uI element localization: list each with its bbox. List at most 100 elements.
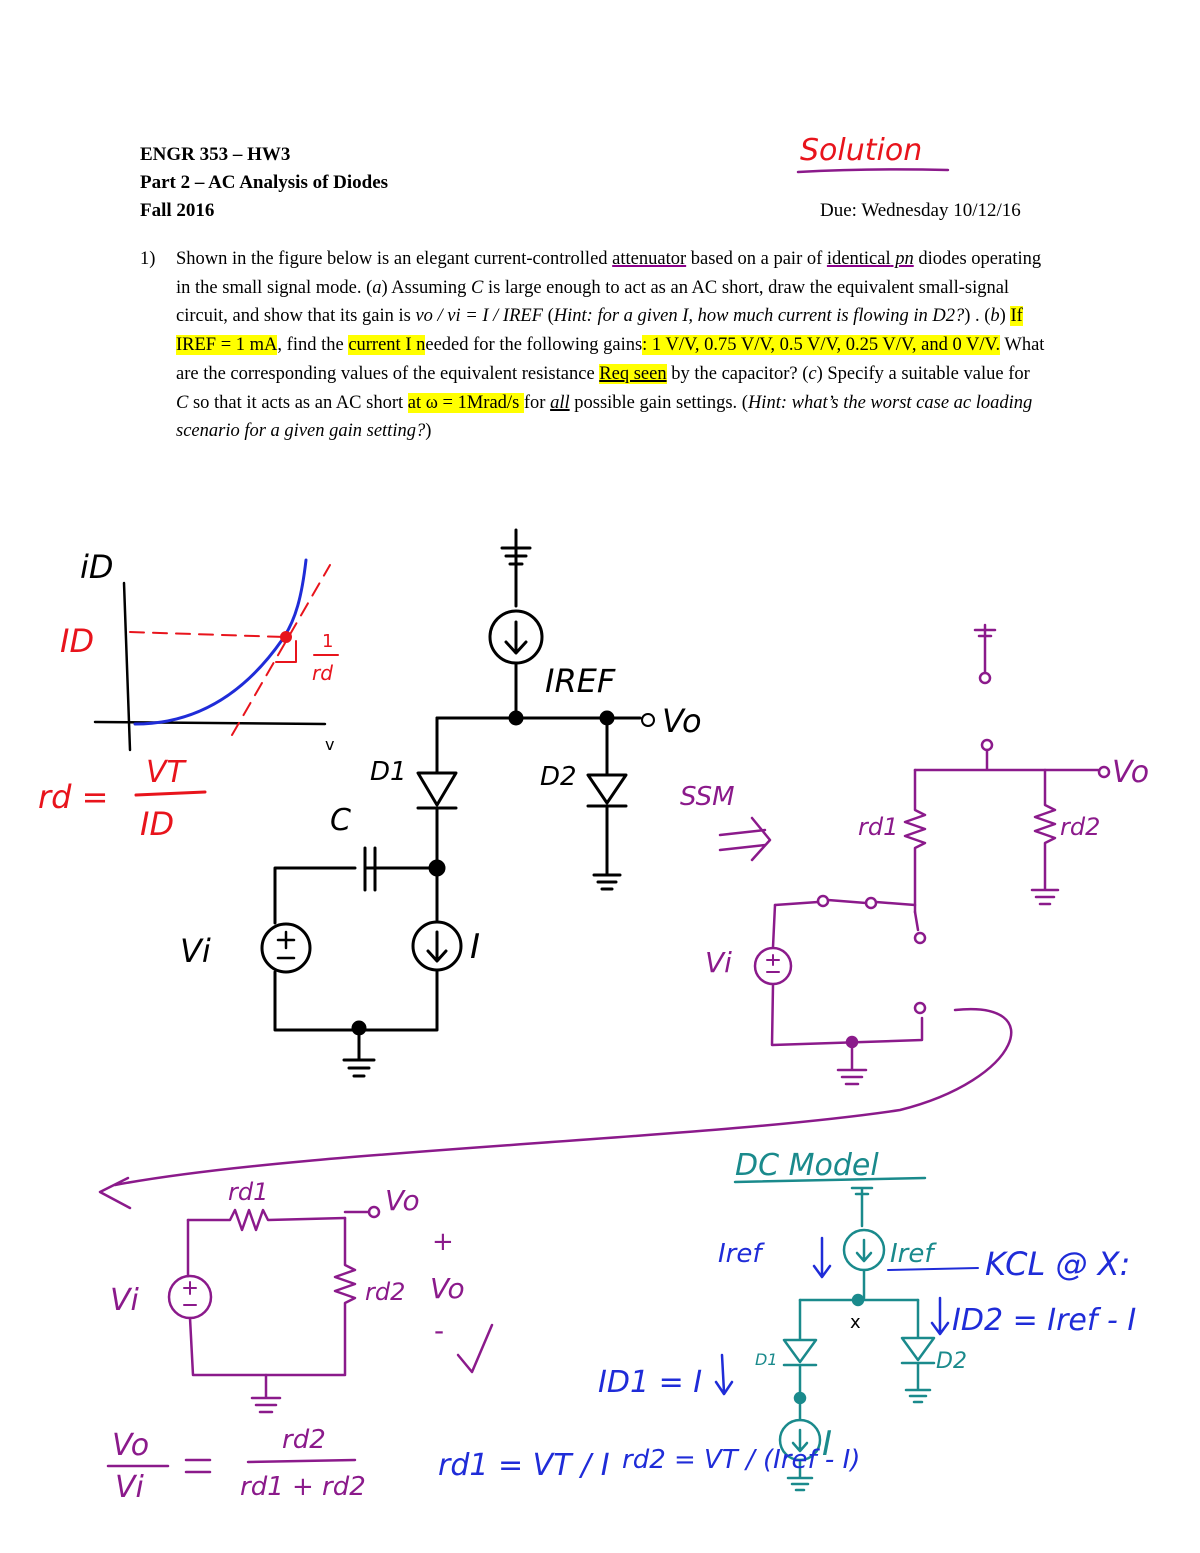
- continuation-arrow-line: [113, 1007, 1013, 1187]
- div-rd2-resistor: [188, 1216, 357, 1377]
- y-axis-label: iD: [80, 548, 114, 586]
- hint-text: Hint: what’s the worst case ac loading s…: [176, 392, 1033, 442]
- dc-supply-symbol: [850, 1186, 874, 1228]
- solution-label: Solution: [800, 133, 922, 168]
- problem-text: Shown in the figure below is an elegant …: [176, 249, 613, 269]
- dc-i-arrow: [791, 1428, 809, 1453]
- rd2-expression: rd2 = VT / (Iref - I): [622, 1445, 860, 1475]
- problem-text: eeded for the following gains: [425, 335, 643, 356]
- dc-d2-label: D2: [936, 1349, 967, 1374]
- node-dot: [508, 710, 524, 726]
- gain-numerator: rd2: [282, 1425, 326, 1455]
- kcl-pointer: [887, 1267, 979, 1271]
- div-minus-sign: -: [434, 1314, 444, 1347]
- div-rd1-resistor: [186, 1208, 347, 1232]
- part-title: Part 2 – AC Analysis of Diodes: [140, 172, 389, 193]
- div-vo-label: Vo: [385, 1184, 420, 1217]
- ssm-terminal: [978, 671, 992, 685]
- slope-denominator: rd: [312, 661, 333, 685]
- x-axis: [93, 720, 327, 726]
- x-axis-label: v: [325, 735, 334, 754]
- vo-label: Vo: [662, 702, 702, 740]
- problem-statement: 1) Shown in the figure below is an elega…: [140, 245, 1045, 446]
- problem-text: (: [543, 306, 554, 327]
- rd1-expression: rd1 = VT / I: [438, 1448, 610, 1483]
- vdd-supply-symbol: [500, 528, 532, 608]
- ssm-ground-wire: [770, 983, 924, 1047]
- y-axis: [122, 581, 132, 752]
- problem-text: , find the: [277, 335, 349, 356]
- gain-denominator: rd1 + rd2: [240, 1472, 366, 1502]
- highlight-gains: : 1 V/V, 0.75 V/V, 0.5 V/V, 0.25 V/V, an…: [642, 335, 1001, 356]
- problem-text: based on a pair of: [686, 249, 827, 269]
- gain-equals: [184, 1458, 212, 1474]
- problem-text: is large enough to act as an AC short, d…: [176, 277, 1010, 327]
- dc-diode-d1: [782, 1298, 818, 1397]
- id1-equation: ID1 = I: [598, 1365, 702, 1400]
- dc-model: DC Model Iref Iref KCL @ X: x ID2 = Iref…: [438, 1148, 1136, 1492]
- ssm-terminal: [913, 931, 927, 945]
- gain-bar: [246, 1458, 357, 1464]
- gain-lhs-denominator: Vi: [115, 1470, 145, 1505]
- ssm-input-wire: [773, 898, 917, 907]
- small-signal-model: SSM rd1 rd2 Vo Vi: [98, 623, 1149, 1210]
- problem-text: for: [523, 392, 551, 413]
- ssm-terminal: [913, 1001, 927, 1015]
- operating-point: [280, 631, 292, 643]
- ssm-vi-polarity: [766, 954, 780, 973]
- slope-numerator: 1: [322, 631, 333, 652]
- i-source-arrow: [426, 930, 448, 963]
- dc-iref-arrow: [855, 1238, 873, 1263]
- div-plus-sign: +: [432, 1227, 454, 1257]
- rd-equation-lhs: rd =: [38, 778, 108, 816]
- attenuator-circuit: IREF Vo D1 D2 C Vi I: [180, 528, 702, 1078]
- diode-iv-graph: iD v ID 1 rd: [60, 548, 339, 754]
- continuation-arrow-head: [98, 1176, 132, 1210]
- simplified-divider: rd1 Vo rd2 Vi + Vo - Vo Vi rd2 rd1 + rd2: [106, 1178, 494, 1505]
- rd-equation-numerator: VT: [146, 755, 188, 790]
- vi-source: [260, 922, 312, 974]
- hint-text: Hint: for a given I, how much current is…: [553, 306, 965, 327]
- dc-model-underline: [733, 1176, 927, 1184]
- ssm-terminal: [980, 738, 994, 752]
- operating-point-guide: [129, 631, 286, 638]
- iref-label: IREF: [545, 662, 616, 700]
- ssm-output-wire: [913, 748, 1100, 772]
- problem-text: identical: [826, 249, 891, 269]
- ssm-arrow: [718, 816, 772, 862]
- problem-text: possible gain settings. (: [569, 392, 748, 413]
- rd-equation-denominator: ID: [140, 805, 174, 843]
- dc-iref-label-left: Iref: [718, 1239, 765, 1269]
- kcl-label: KCL @ X:: [985, 1245, 1130, 1283]
- slope-triangle: [275, 640, 297, 663]
- problem-text: ) Specify a suitable value for: [816, 363, 1030, 384]
- div-vi-polarity: [183, 1281, 197, 1306]
- check-mark: [456, 1323, 494, 1374]
- problem-text: so that it acts as an AC short: [188, 392, 408, 413]
- node-x-label: x: [850, 1312, 861, 1333]
- div-rd1-label: rd1: [228, 1178, 268, 1206]
- ssm-vo-label: Vo: [1112, 755, 1149, 790]
- dc-d1-label: D1: [755, 1350, 778, 1369]
- tangent-line: [231, 564, 331, 736]
- ssm-rd2-label: rd2: [1060, 813, 1100, 841]
- dc-i-label: I: [822, 1424, 832, 1464]
- dc-ground-symbol: [786, 1458, 814, 1492]
- ssm-rd1-resistor: [903, 768, 927, 914]
- problem-text: ) Assuming: [381, 277, 471, 298]
- ground-symbol: [342, 1026, 376, 1078]
- i-label: I: [470, 927, 480, 967]
- problem-text: c: [808, 363, 817, 384]
- gain-lhs-numerator: Vo: [112, 1428, 149, 1463]
- ground-loop-wire: [273, 968, 439, 1032]
- due-date: Due: Wednesday 10/12/16: [820, 200, 1021, 221]
- problem-text: a: [372, 277, 382, 298]
- c-label: C: [330, 803, 351, 838]
- div-ground-symbol: [250, 1373, 282, 1414]
- diode-d1: [416, 716, 458, 870]
- problem-text: ): [425, 421, 432, 442]
- ssm-vi-label: Vi: [705, 946, 732, 979]
- dc-node-x: [851, 1293, 865, 1307]
- term: Fall 2016: [140, 200, 215, 221]
